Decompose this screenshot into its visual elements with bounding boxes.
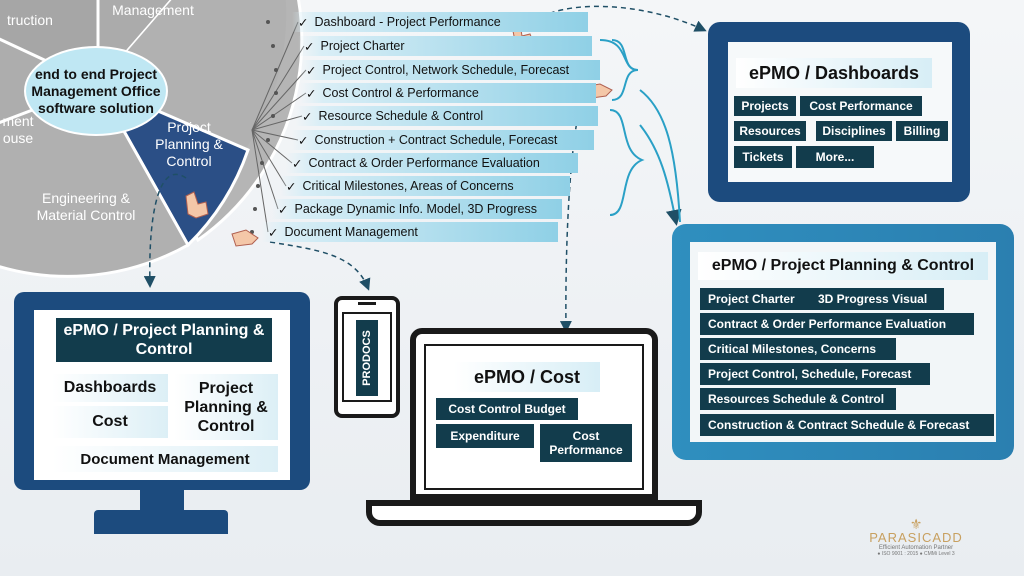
ppc-item[interactable]: Critical Milestones, Concerns bbox=[700, 338, 896, 360]
pie-label-planning: Project Planning & Control bbox=[155, 119, 223, 169]
monitor-stand bbox=[140, 490, 184, 512]
monitor-cost[interactable]: Cost bbox=[52, 406, 168, 438]
laptop-base bbox=[366, 500, 702, 526]
logo-name: PARASICADD bbox=[869, 530, 963, 545]
list-item: ✓Dashboard - Project Performance bbox=[292, 12, 588, 32]
check-icon: ✓ bbox=[298, 15, 309, 30]
check-icon: ✓ bbox=[298, 133, 309, 148]
logo-cert: ● ISO 9001 : 2015 ● CMMi Level 3 bbox=[877, 551, 955, 557]
ppc-item[interactable]: Project Charter bbox=[700, 288, 810, 310]
monitor-docs[interactable]: Document Management bbox=[52, 446, 278, 472]
laptop-title: ePMO / Cost bbox=[454, 362, 600, 392]
pie-center-label: end to end Project Management Office sof… bbox=[24, 46, 168, 136]
ppc-item[interactable]: Construction & Contract Schedule & Forec… bbox=[700, 414, 994, 436]
parasicadd-logo: ⚜ PARASICADD Efficient Automation Partne… bbox=[866, 516, 966, 566]
phone-speaker bbox=[358, 302, 376, 305]
laptop-expenditure[interactable]: Expenditure bbox=[436, 424, 534, 448]
ppc-title: ePMO / Project Planning & Control bbox=[698, 252, 988, 280]
list-item: ✓Document Management bbox=[262, 222, 558, 242]
dash-item-projects[interactable]: Projects bbox=[734, 96, 796, 116]
prodocs-badge[interactable]: PRODOCS bbox=[356, 320, 378, 396]
dash-item-cost-performance[interactable]: Cost Performance bbox=[800, 96, 922, 116]
list-item: ✓Project Control, Network Schedule, Fore… bbox=[300, 60, 600, 80]
laptop-cost-budget[interactable]: Cost Control Budget bbox=[436, 398, 578, 420]
check-icon: ✓ bbox=[302, 109, 313, 124]
list-item: ✓Critical Milestones, Areas of Concerns bbox=[280, 176, 570, 196]
ppc-item[interactable]: Resources Schedule & Control bbox=[700, 388, 896, 410]
check-icon: ✓ bbox=[268, 225, 279, 240]
ppc-item[interactable]: Contract & Order Performance Evaluation bbox=[700, 313, 974, 335]
check-icon: ✓ bbox=[278, 202, 289, 217]
dash-item-resources[interactable]: Resources bbox=[734, 121, 806, 141]
pie-label-engineering: Engineering & Material Control bbox=[36, 190, 136, 223]
dashboards-title: ePMO / Dashboards bbox=[736, 58, 932, 88]
check-icon: ✓ bbox=[286, 179, 297, 194]
pie-label-management: Management bbox=[112, 2, 194, 18]
monitor-title: ePMO / Project Planning & Control bbox=[56, 318, 272, 362]
pie-label-construction: truction bbox=[7, 12, 53, 28]
ppc-item[interactable]: 3D Progress Visual bbox=[810, 288, 944, 310]
pie-label-warehouse: ment ouse bbox=[2, 113, 34, 146]
list-item: ✓Project Charter bbox=[298, 36, 592, 56]
list-item: ✓Package Dynamic Info. Model, 3D Progres… bbox=[272, 199, 562, 219]
list-item: ✓Resource Schedule & Control bbox=[296, 106, 598, 126]
dash-item-billing[interactable]: Billing bbox=[896, 121, 948, 141]
check-icon: ✓ bbox=[306, 86, 317, 101]
dash-item-disciplines[interactable]: Disciplines bbox=[816, 121, 892, 141]
ppc-item[interactable]: Project Control, Schedule, Forecast bbox=[700, 363, 930, 385]
monitor-dashboards[interactable]: Dashboards bbox=[52, 374, 168, 402]
logo-mark-icon: ⚜ bbox=[909, 516, 923, 532]
monitor-ppc[interactable]: Project Planning & Control bbox=[174, 374, 278, 440]
list-item: ✓Construction + Contract Schedule, Forec… bbox=[292, 130, 594, 150]
dash-item-tickets[interactable]: Tickets bbox=[734, 146, 792, 168]
list-item: ✓Contract & Order Performance Evaluation bbox=[286, 153, 578, 173]
dash-item-more[interactable]: More... bbox=[796, 146, 874, 168]
check-icon: ✓ bbox=[304, 39, 315, 54]
check-icon: ✓ bbox=[292, 156, 303, 171]
check-icon: ✓ bbox=[306, 63, 317, 78]
list-item: ✓Cost Control & Performance bbox=[300, 83, 596, 103]
logo-tagline: Efficient Automation Partner bbox=[878, 545, 954, 551]
monitor-base bbox=[94, 510, 228, 534]
laptop-cost-performance[interactable]: Cost Performance bbox=[540, 424, 632, 462]
